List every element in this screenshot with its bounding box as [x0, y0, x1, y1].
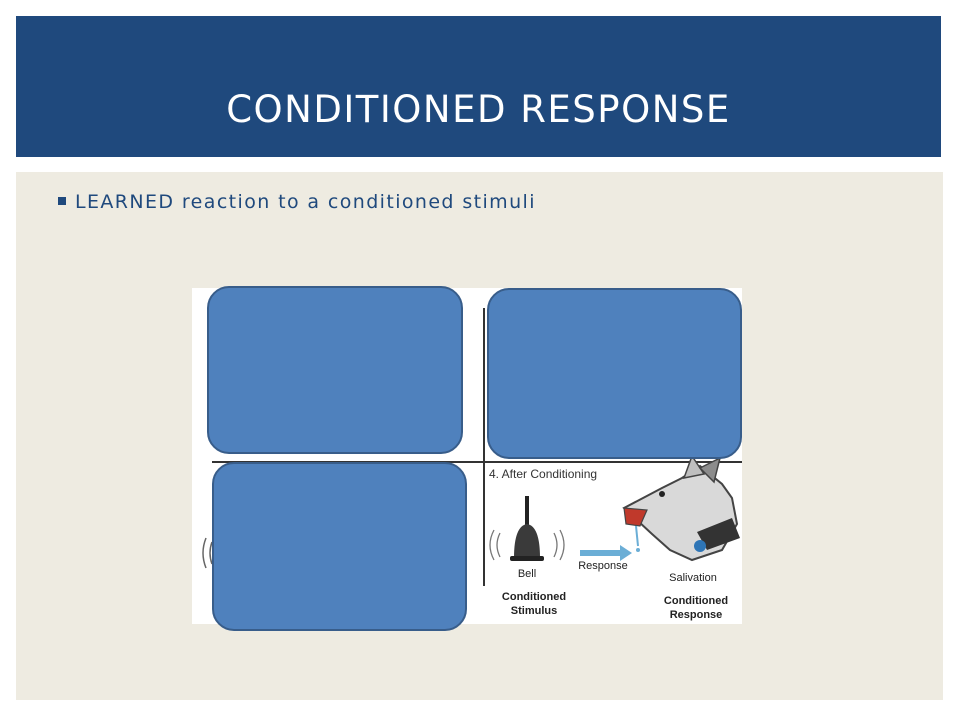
- conditioned-stimulus-line2: Stimulus: [510, 605, 558, 617]
- bullet-item: LEARNED reaction to a conditioned stimul…: [58, 191, 536, 213]
- cover-box-top-right: [487, 288, 742, 459]
- response-arrow-icon: [580, 545, 632, 561]
- conditioned-response-line1: Conditioned: [663, 595, 729, 607]
- slide-title: CONDITIONED RESPONSE: [226, 88, 731, 131]
- title-bar: CONDITIONED RESPONSE: [16, 16, 941, 157]
- conditioned-stimulus-line1: Conditioned: [501, 591, 567, 603]
- square-bullet-icon: [58, 197, 66, 205]
- conditioned-response-label: Conditioned Response: [654, 594, 738, 622]
- bell-label: Bell: [517, 568, 537, 580]
- panel-4-heading: 4. After Conditioning: [489, 467, 598, 481]
- bullet-text: reaction to a conditioned stimuli: [174, 191, 536, 213]
- dog-salivating-icon: [622, 454, 740, 562]
- response-arrow-label: Response: [578, 560, 628, 572]
- salivation-label: Salivation: [669, 572, 717, 584]
- bell-icon: [489, 496, 565, 561]
- bullet-emphasis: LEARNED: [75, 191, 175, 213]
- conditioned-stimulus-label: Conditioned Stimulus: [492, 590, 576, 618]
- cover-box-top-left: [207, 286, 463, 454]
- sound-wave-icon: [202, 537, 213, 569]
- conditioned-response-line2: Response: [669, 609, 723, 621]
- cover-box-bottom-left: [212, 462, 467, 631]
